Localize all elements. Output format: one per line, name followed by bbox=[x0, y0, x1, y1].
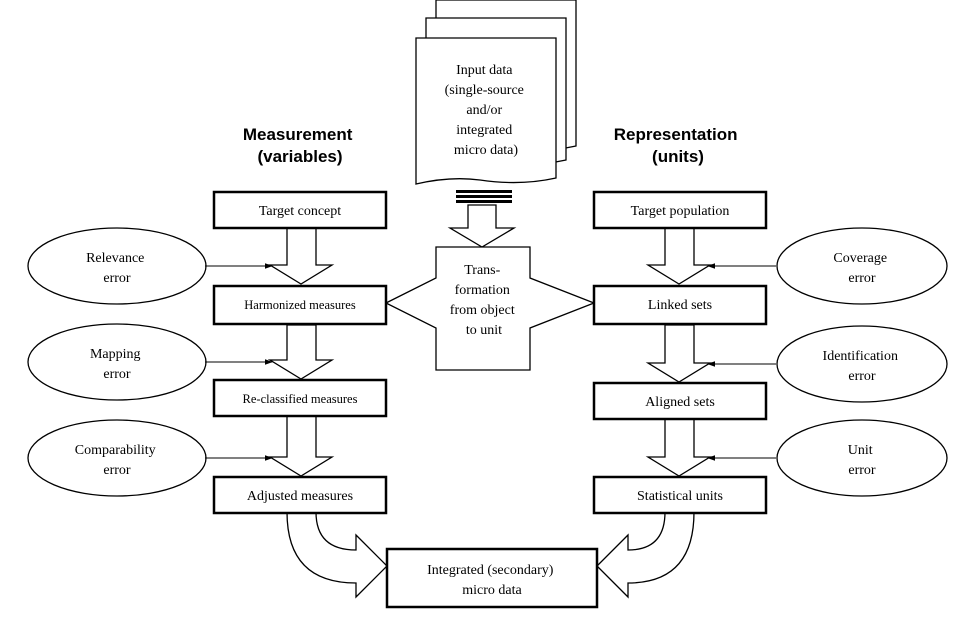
left-flow-arrows bbox=[267, 227, 335, 477]
input-connector-stripes bbox=[456, 190, 512, 203]
svg-text:Identification error: Identification error bbox=[823, 349, 902, 384]
right-merge-arrow bbox=[596, 511, 695, 599]
svg-text:Mapping error: Mapping error bbox=[90, 347, 144, 382]
coverage-error-ellipse: Coverage error bbox=[776, 227, 948, 305]
measurement-heading: Measurement (variables) bbox=[243, 125, 357, 166]
svg-text:Aligned sets: Aligned sets bbox=[645, 395, 715, 410]
unit-error-ellipse: Unit error bbox=[776, 419, 948, 497]
svg-text:Harmonized measures: Harmonized measures bbox=[244, 298, 356, 312]
svg-text:Adjusted measures: Adjusted measures bbox=[247, 489, 353, 504]
relevance-error-ellipse: Relevance error bbox=[27, 227, 207, 305]
svg-text:Re-classified measures: Re-classified measures bbox=[243, 392, 358, 406]
svg-text:Relevance error: Relevance error bbox=[86, 251, 148, 286]
svg-text:Statistical units: Statistical units bbox=[637, 489, 723, 504]
target-concept-box: Target concept bbox=[212, 190, 388, 230]
svg-text:Integrated (secondary) m: Integrated (secondary) micro data bbox=[427, 563, 557, 598]
input-data-line: Input data bbox=[456, 63, 513, 78]
linked-sets-box: Linked sets bbox=[592, 284, 768, 326]
svg-text:Target population: Target population bbox=[631, 204, 730, 219]
transformation-label: Trans- formation from object to unit bbox=[450, 263, 518, 338]
comparability-error-ellipse: Comparability error bbox=[27, 419, 207, 497]
svg-text:Input data (single-sourc: Input data (single-source and/or integra… bbox=[445, 63, 528, 158]
input-data-document: Input data (single-source and/or integra… bbox=[415, 0, 577, 185]
svg-text:Comparability error: Comparability error bbox=[75, 443, 159, 478]
statistical-units-box: Statistical units bbox=[592, 475, 768, 515]
left-merge-arrow bbox=[286, 511, 388, 599]
input-down-arrow bbox=[447, 204, 517, 248]
input-data-line: and/or bbox=[466, 103, 502, 118]
right-flow-arrows bbox=[645, 227, 713, 477]
left-error-pointers bbox=[205, 263, 273, 461]
integrated-micro-data-box: Integrated (secondary) micro data bbox=[385, 547, 599, 609]
mapping-error-ellipse: Mapping error bbox=[27, 323, 207, 401]
representation-heading: Representation (units) bbox=[614, 125, 742, 166]
identification-error-ellipse: Identification error bbox=[776, 325, 948, 403]
harmonized-measures-box: Harmonized measures bbox=[212, 284, 388, 326]
svg-text:Coverage error: Coverage error bbox=[833, 251, 890, 286]
svg-text:Target concept: Target concept bbox=[259, 204, 341, 219]
svg-text:Unit error: Unit error bbox=[848, 443, 876, 478]
target-population-box: Target population bbox=[592, 190, 768, 230]
input-data-line: (single-source bbox=[445, 83, 524, 98]
input-data-line: micro data) bbox=[454, 143, 518, 158]
input-data-line: integrated bbox=[456, 123, 512, 138]
svg-text:Linked sets: Linked sets bbox=[648, 298, 712, 313]
reclassified-measures-box: Re-classified measures bbox=[212, 378, 388, 418]
adjusted-measures-box: Adjusted measures bbox=[212, 475, 388, 515]
aligned-sets-box: Aligned sets bbox=[592, 381, 768, 421]
right-error-pointers bbox=[707, 263, 776, 461]
